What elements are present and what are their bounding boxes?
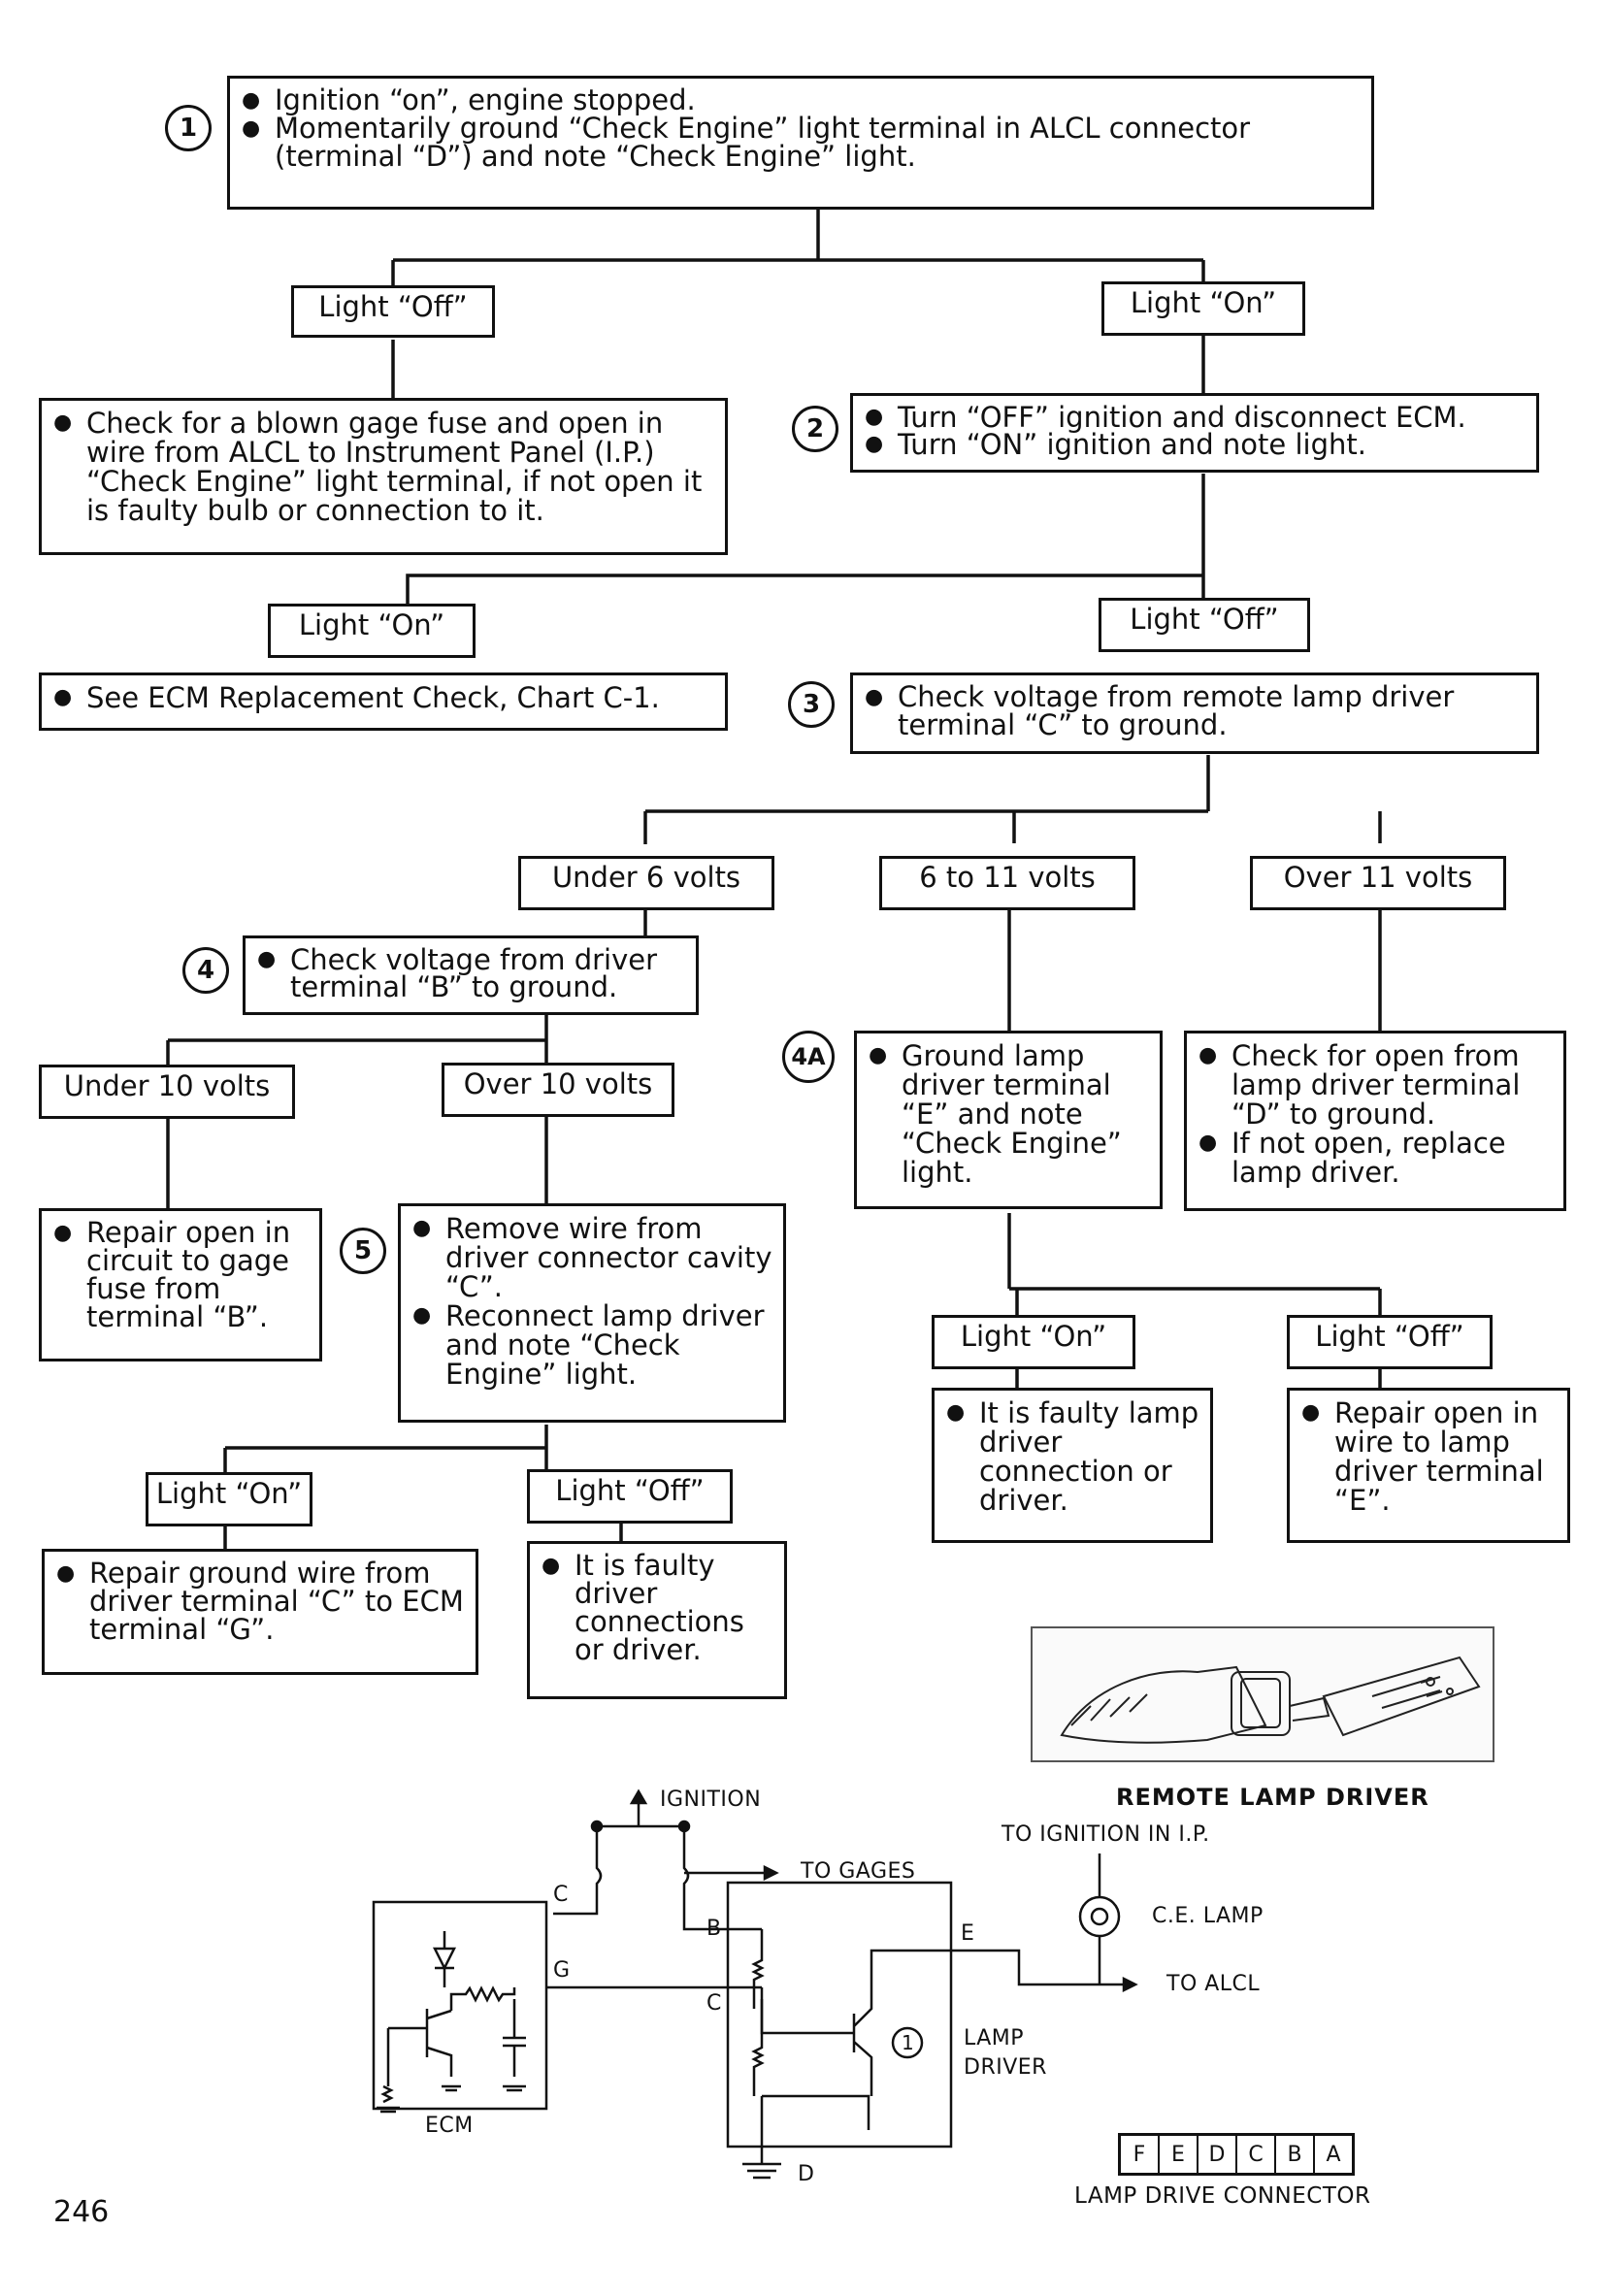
step-4-text: Check voltage from driver terminal “B” t… <box>257 946 686 1001</box>
branch-4a-light-on: Light “On” <box>932 1315 1135 1369</box>
ce-lamp-label: C.E. LAMP <box>1152 1904 1264 1928</box>
repair-ground-wire-text: Repair ground wire from driver terminal … <box>56 1559 466 1644</box>
over-11-text-1: Check for open from lamp driver terminal… <box>1199 1041 1554 1129</box>
step-5-marker: 5 <box>340 1228 386 1274</box>
repair-terminal-e-box: Repair open in wire to lamp driver termi… <box>1287 1388 1570 1543</box>
terminal-e-driver: E <box>961 1921 975 1946</box>
to-ignition-ip-label: TO IGNITION IN I.P. <box>1002 1822 1210 1847</box>
gage-fuse-text: Check for a blown gage fuse and open in … <box>53 409 715 525</box>
ecm-replacement-box: See ECM Replacement Check, Chart C-1. <box>39 672 728 731</box>
step-3-marker: 3 <box>788 681 835 728</box>
lamp-driver-label-line-1: LAMP <box>964 2026 1025 2050</box>
branch-4-under-10-volts: Under 10 volts <box>39 1065 295 1119</box>
branch-3-over-11-volts: Over 11 volts <box>1250 856 1506 910</box>
branch-4-over-10-volts: Over 10 volts <box>442 1063 674 1117</box>
branch-4a-light-off: Light “Off” <box>1287 1315 1493 1369</box>
connector-pin-f: F <box>1121 2136 1160 2173</box>
step-4a-text: Ground lamp driver terminal “E” and note… <box>869 1041 1150 1187</box>
ecm-label: ECM <box>425 2114 474 2138</box>
repair-ground-wire-box: Repair ground wire from driver terminal … <box>42 1549 478 1675</box>
branch-2-light-off: Light “Off” <box>1099 598 1310 652</box>
repair-gage-fuse-text: Repair open in circuit to gage fuse from… <box>53 1219 310 1331</box>
step-2-text-2: Turn “ON” ignition and note light. <box>865 431 1527 459</box>
faulty-driver-text: It is faulty driver connections or drive… <box>542 1552 774 1664</box>
faulty-driver-box: It is faulty driver connections or drive… <box>527 1541 787 1699</box>
step-1-box: Ignition “on”, engine stopped. Momentari… <box>227 76 1374 210</box>
branch-5-light-on: Light “On” <box>146 1472 312 1526</box>
step-4-box: Check voltage from driver terminal “B” t… <box>243 935 699 1015</box>
page-number: 246 <box>53 2195 110 2229</box>
step-4a-marker: 4A <box>782 1031 835 1083</box>
faulty-lamp-driver-text: It is faulty lamp driver connection or d… <box>946 1398 1200 1515</box>
gage-fuse-box: Check for a blown gage fuse and open in … <box>39 398 728 555</box>
branch-1-light-off: Light “Off” <box>291 285 495 338</box>
wiring-schematic <box>372 1788 1138 2180</box>
repair-terminal-e-text: Repair open in wire to lamp driver termi… <box>1301 1398 1558 1515</box>
branch-3-under-6-volts: Under 6 volts <box>518 856 774 910</box>
connector-pin-c: C <box>1237 2136 1276 2173</box>
step-5-text-2: Reconnect lamp driver and note “Check En… <box>412 1301 773 1389</box>
connector-pin-a: A <box>1326 2142 1341 2167</box>
connector-pin-d: D <box>1199 2136 1237 2173</box>
driver-reference-1: 1 <box>902 2031 915 2054</box>
to-alcl-label: TO ALCL <box>1166 1972 1261 1996</box>
terminal-g-ecm: G <box>553 1958 571 1983</box>
step-3-box: Check voltage from remote lamp driver te… <box>850 672 1539 754</box>
faulty-lamp-driver-box: It is faulty lamp driver connection or d… <box>932 1388 1213 1543</box>
branch-3-6-to-11-volts: 6 to 11 volts <box>879 856 1135 910</box>
step-4-marker: 4 <box>182 947 229 994</box>
step-3-text: Check voltage from remote lamp driver te… <box>865 683 1527 739</box>
step-2-text-1: Turn “OFF” ignition and disconnect ECM. <box>865 404 1527 432</box>
step-5-box: Remove wire from driver connector cavity… <box>398 1203 786 1423</box>
over-11-volts-box: Check for open from lamp driver terminal… <box>1184 1031 1566 1211</box>
branch-5-light-off: Light “Off” <box>527 1469 733 1524</box>
terminal-c-ecm: C <box>553 1883 569 1907</box>
over-11-text-2: If not open, replace lamp driver. <box>1199 1129 1554 1187</box>
terminal-d-driver: D <box>798 2162 815 2186</box>
lamp-driver-label-line-2: DRIVER <box>964 2055 1047 2080</box>
lamp-driver-drawing-icon <box>1060 1656 1481 1744</box>
lamp-drive-connector-label: LAMP DRIVE CONNECTOR <box>1074 2183 1371 2209</box>
step-2-marker: 2 <box>792 406 838 452</box>
remote-lamp-driver-illustration <box>1031 1626 1494 1762</box>
ignition-label: IGNITION <box>660 1788 762 1812</box>
connector-pin-e: E <box>1160 2136 1199 2173</box>
step-1-text-2: Momentarily ground “Check Engine” light … <box>242 115 1362 171</box>
step-1-text-1: Ignition “on”, engine stopped. <box>242 86 1362 115</box>
ecm-replacement-text: See ECM Replacement Check, Chart C-1. <box>53 683 715 712</box>
remote-lamp-driver-label: REMOTE LAMP DRIVER <box>1116 1784 1429 1811</box>
connector-pin-b: B <box>1276 2136 1315 2173</box>
branch-1-light-on: Light “On” <box>1101 281 1305 336</box>
repair-gage-fuse-box: Repair open in circuit to gage fuse from… <box>39 1208 322 1361</box>
branch-2-light-on: Light “On” <box>268 604 476 658</box>
lamp-drive-connector: F E D C B A <box>1118 2133 1355 2176</box>
step-1-marker: 1 <box>165 105 212 151</box>
terminal-b-driver: B <box>706 1917 722 1941</box>
terminal-c-driver: C <box>706 1991 722 2016</box>
to-gages-label: TO GAGES <box>801 1859 916 1884</box>
step-2-box: Turn “OFF” ignition and disconnect ECM. … <box>850 393 1539 473</box>
step-4a-box: Ground lamp driver terminal “E” and note… <box>854 1031 1163 1209</box>
step-5-text-1: Remove wire from driver connector cavity… <box>412 1214 773 1301</box>
